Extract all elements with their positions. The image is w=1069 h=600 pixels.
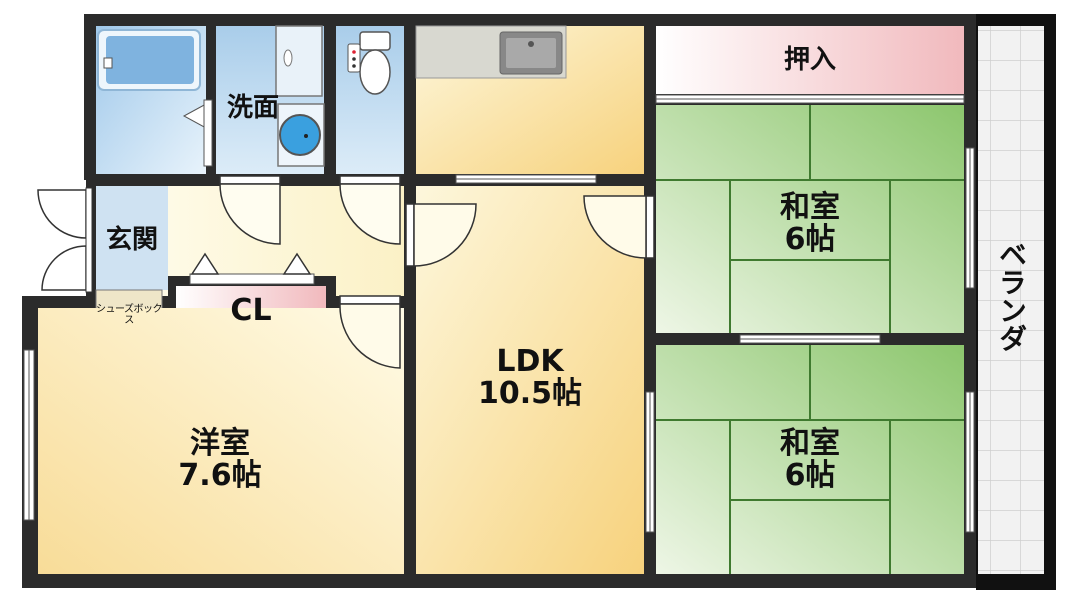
bath-faucet-icon [103, 57, 113, 69]
western-room-door-icon [339, 295, 401, 369]
washroom-label: 洗面 [226, 93, 279, 123]
toilet-tank [359, 31, 391, 51]
tatami-lines-top [656, 105, 964, 333]
entrance-door-icon [37, 189, 87, 291]
veranda-floor [978, 26, 1044, 574]
hallway-door-icons [219, 175, 401, 245]
shoe-box-label: シューズボックス [96, 304, 163, 326]
ldk-door-icons [405, 195, 655, 267]
entrance-label: 玄関 [105, 225, 158, 255]
sink-faucet-icon [528, 41, 534, 47]
tatami-lines-bottom [656, 345, 964, 574]
washitsu-top-label: 和室 6帖 [780, 190, 840, 258]
storage-oshiire [656, 26, 964, 94]
entrance-floor [96, 186, 168, 290]
washstand [275, 25, 323, 97]
ldk-label: LDK 10.5帖 [477, 344, 583, 412]
washitsu-bottom-label: 和室 6帖 [780, 426, 840, 494]
storage-label: 押入 [783, 45, 836, 75]
western-room-floor [38, 308, 404, 574]
toilet-bowl-icon [359, 49, 391, 95]
western-room-label: 洋室 7.6帖 [178, 426, 262, 494]
veranda-label: ベランダ [995, 240, 1028, 352]
washing-machine-drum-icon [279, 114, 321, 156]
washstand-basin-icon [283, 49, 293, 67]
bathtub-water [106, 36, 194, 84]
closet-label: CL [230, 293, 272, 328]
